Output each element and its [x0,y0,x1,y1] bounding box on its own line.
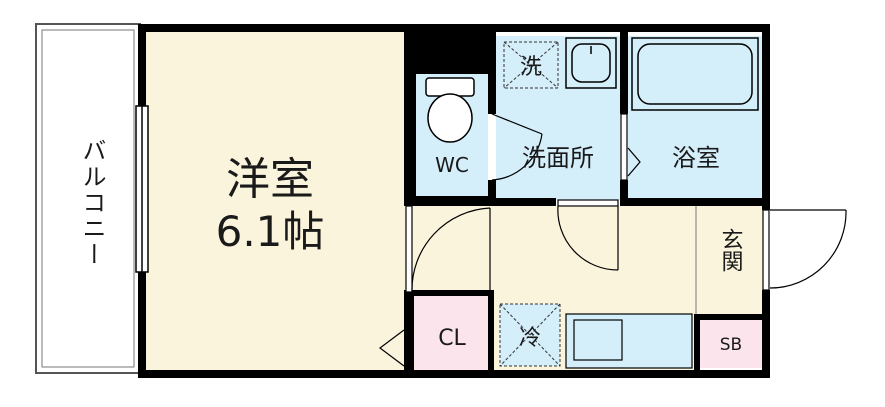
fridge-label: 冷 [519,326,541,351]
toilet [425,77,475,143]
kitchen-counter [565,313,693,369]
washer-space [503,41,559,89]
bathroom-label: 浴室 [672,144,720,172]
western-room-name: 洋室 [226,154,314,205]
balcony [35,23,141,374]
entrance-label: 玄関 [718,228,743,272]
bathtub [631,37,759,111]
bathroom-floor [628,36,764,200]
shoebox-floor [700,320,762,368]
closet-label: CL [438,326,466,351]
doors [379,113,847,367]
closet-floor [414,296,490,370]
wc-label: WC [435,153,469,177]
fridge-space [499,303,561,367]
shoebox-label: SB [720,335,742,355]
entrance-floor [696,206,764,316]
wash-basin [565,37,617,89]
western-room-floor [146,30,408,370]
balcony-window [135,105,149,273]
balcony-label-text: バルコニー [78,138,106,268]
washroom-label: 洗面所 [522,144,594,172]
balcony-label: バルコニー [78,138,106,268]
washer-label: 洗 [520,55,542,80]
western-room-size: 6.1帖 [216,207,325,256]
